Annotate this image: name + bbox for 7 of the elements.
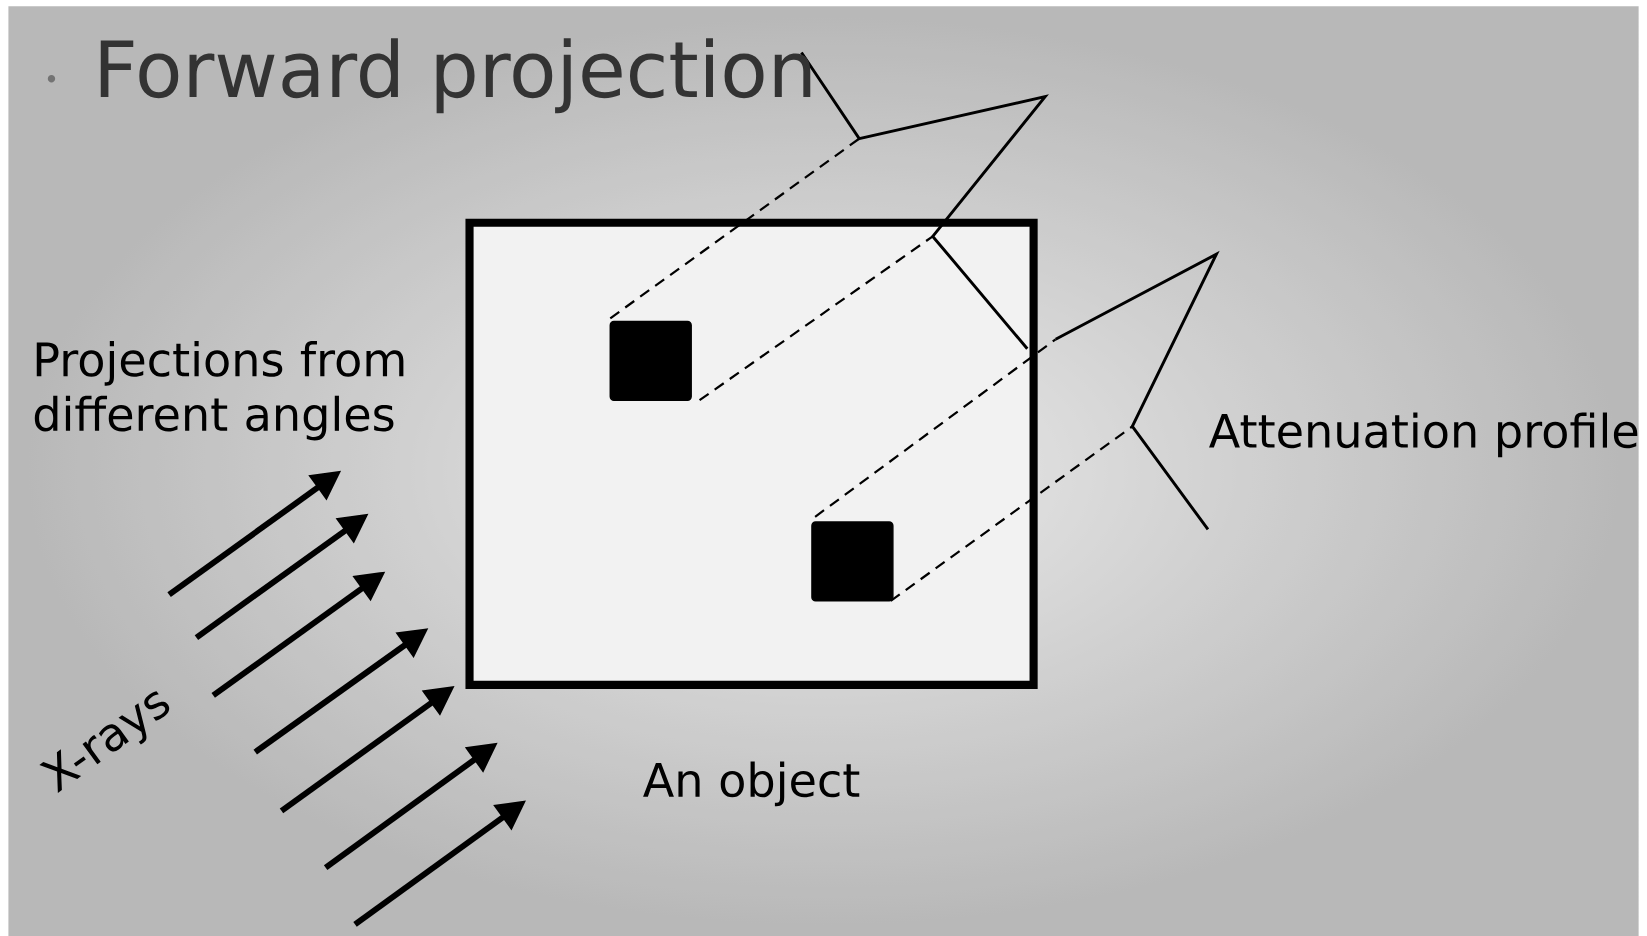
filled-square: [609, 320, 692, 401]
filled-square: [811, 521, 894, 602]
object-box: [465, 218, 1038, 689]
text-label: Projections from different angles: [34, 341, 404, 441]
title: Forward projection: [100, 38, 811, 114]
text-label: Attenuation profile: [1209, 412, 1638, 458]
node-label: An object: [643, 761, 860, 807]
